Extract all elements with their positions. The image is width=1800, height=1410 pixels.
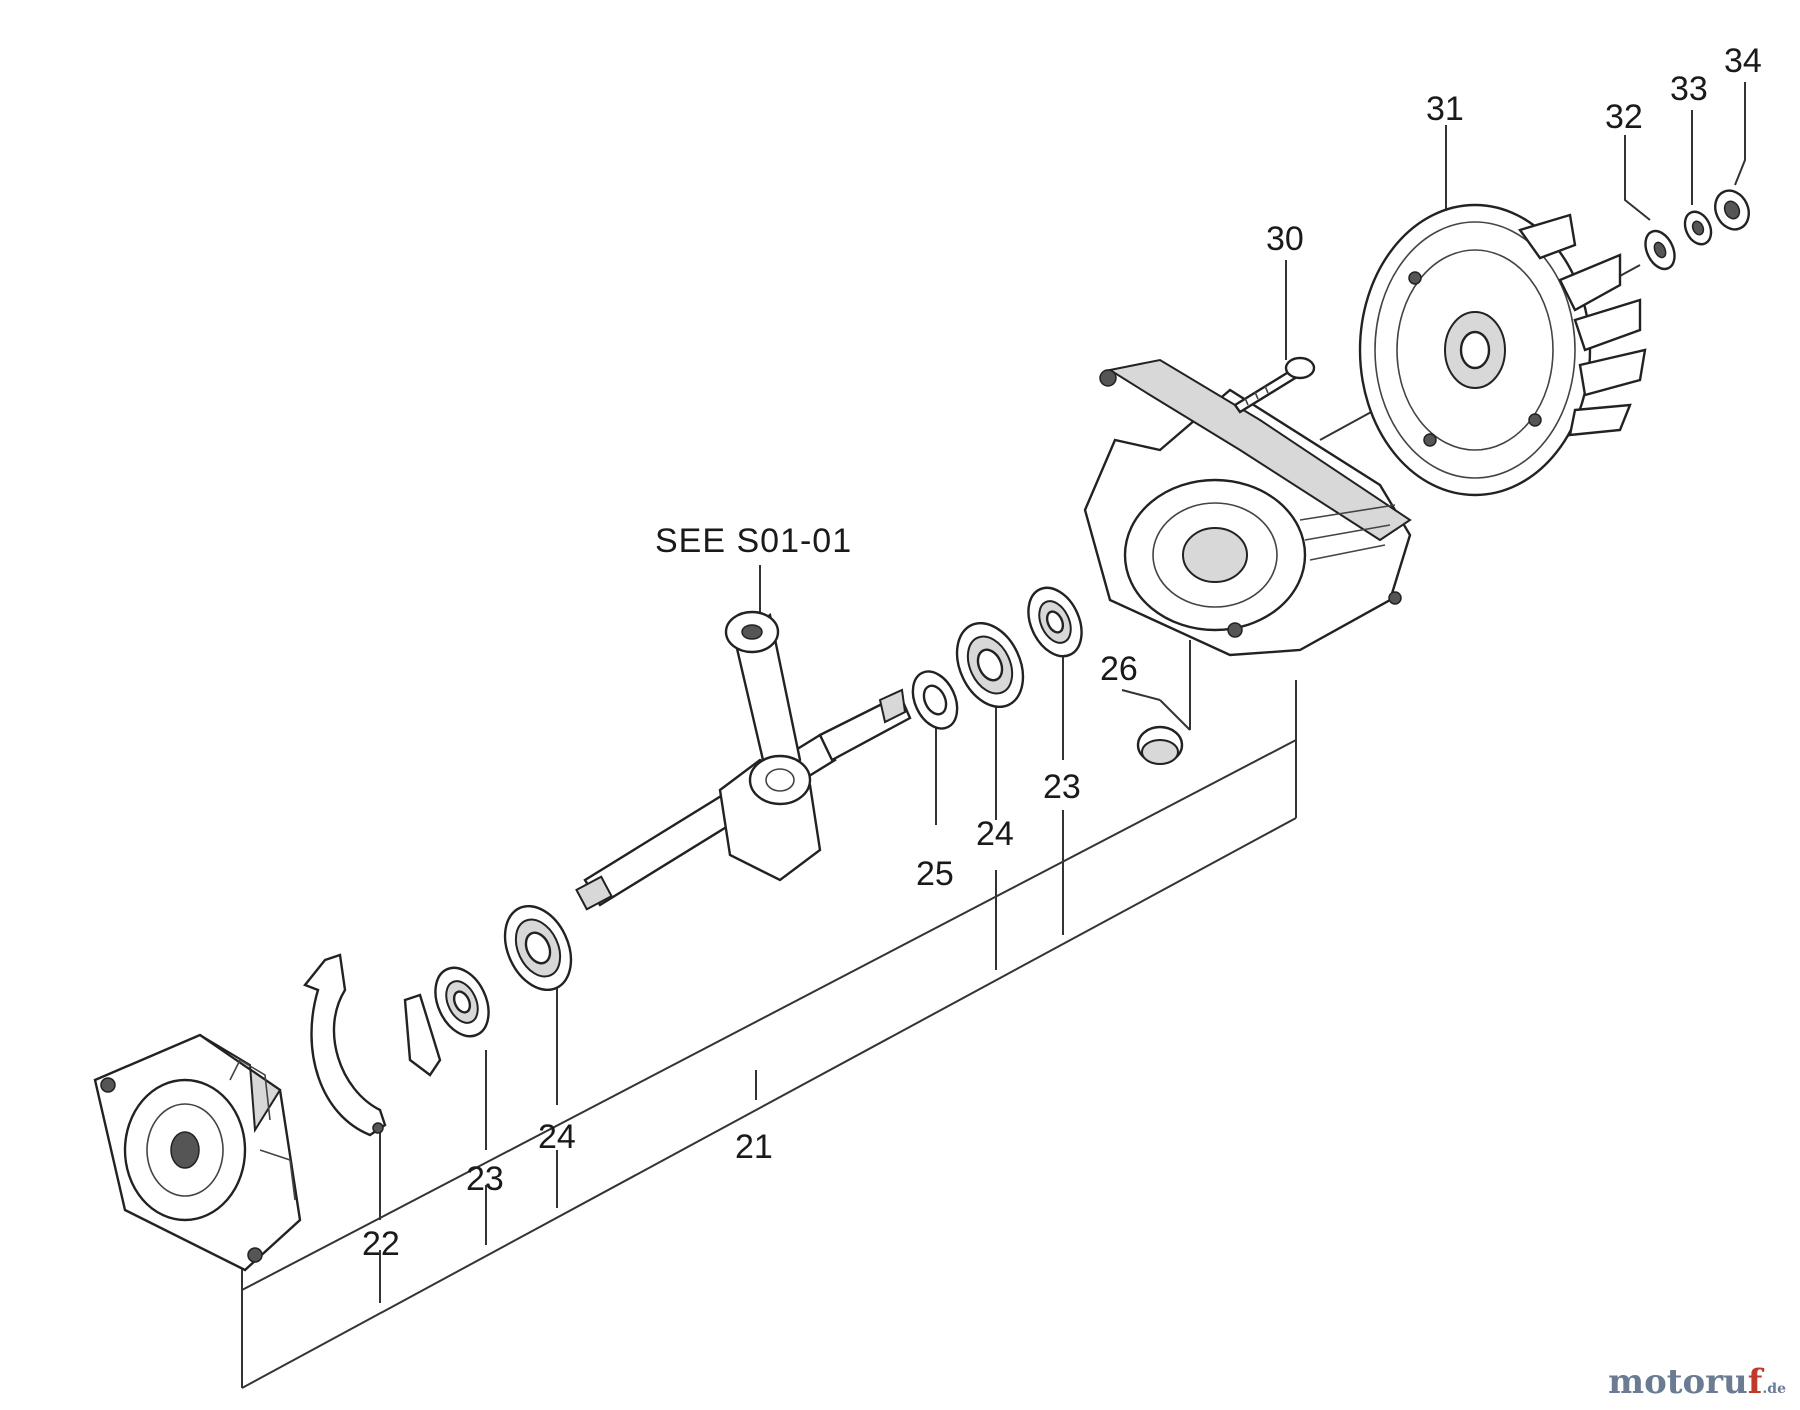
callout-23-right: 23 <box>1043 768 1081 806</box>
callout-24-right: 24 <box>976 815 1014 853</box>
callout-25: 25 <box>916 855 954 893</box>
callout-24-left: 24 <box>538 1118 576 1156</box>
callout-23-left: 23 <box>466 1160 504 1198</box>
oil-seal-right <box>1027 586 1083 658</box>
callout-32: 32 <box>1605 98 1643 136</box>
washer-25 <box>911 670 959 730</box>
callout-21: 21 <box>735 1128 773 1166</box>
callout-30: 30 <box>1266 220 1304 258</box>
nut-34 <box>1714 189 1750 231</box>
bearing-right <box>955 621 1025 709</box>
flywheel-31 <box>1358 203 1647 497</box>
bearing-left <box>503 904 573 992</box>
reference-label: SEE S01-01 <box>655 522 852 560</box>
callout-22: 22 <box>362 1225 400 1263</box>
bolt-30 <box>1233 356 1316 414</box>
washer-32 <box>1644 229 1676 271</box>
watermark-text: motoru <box>1608 1362 1748 1402</box>
watermark-accent: f <box>1747 1362 1763 1402</box>
watermark-logo: motoruf.de <box>1608 1362 1786 1402</box>
plug-26 <box>1136 725 1184 765</box>
callout-26: 26 <box>1100 650 1138 688</box>
gasket-part <box>303 953 442 1137</box>
callout-31: 31 <box>1426 90 1464 128</box>
lock-washer-33 <box>1683 210 1713 246</box>
oil-seal-left <box>434 966 490 1038</box>
crankshaft-assembly <box>575 610 912 911</box>
callout-34: 34 <box>1724 42 1762 80</box>
callout-33: 33 <box>1670 70 1708 108</box>
leader-lines <box>241 82 1746 1389</box>
crankcase-left-half <box>93 1033 302 1272</box>
crankcase-right-half <box>1083 358 1412 657</box>
watermark-tld: .de <box>1762 1381 1786 1397</box>
